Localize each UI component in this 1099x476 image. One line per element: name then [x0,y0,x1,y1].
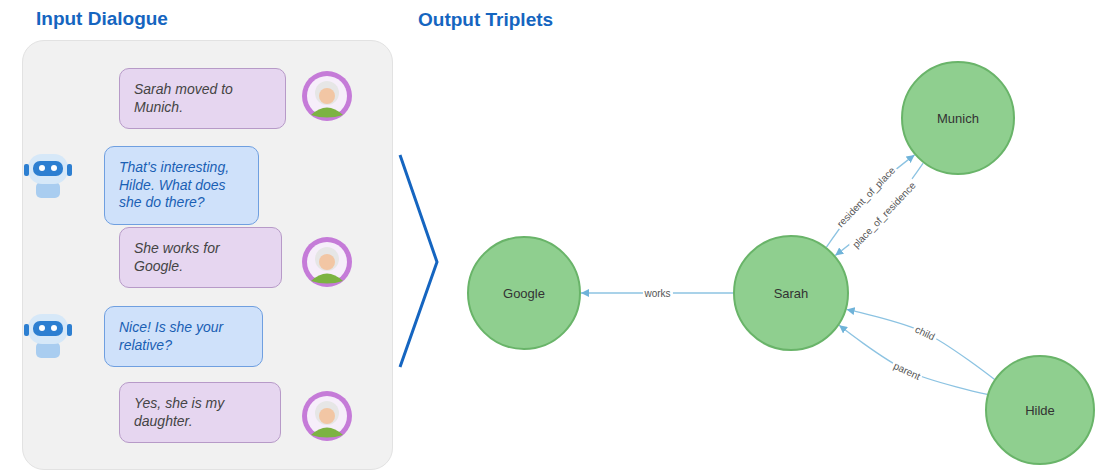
user-bubble: Yes, she is my daughter. [119,382,281,443]
bot-eye [51,325,57,331]
bot-ear [67,324,72,336]
entity-circle: Google [467,236,581,350]
bot-icon [24,314,72,358]
panel-heading: Input Dialogue [36,8,168,30]
message-text: Nice! Is she your relative? [119,319,248,354]
entity-name: Munich [937,111,979,126]
entity-circle: Munich [901,61,1015,175]
avatar-hair [315,247,339,271]
bracket [400,155,437,367]
relation-label: place_of_residence [848,178,919,251]
relation-label: works [642,288,672,299]
message-text: That's interesting, Hilde. What does she… [119,159,244,212]
bot-visor [33,161,63,176]
relation-label: child [911,322,938,342]
bot-eye [39,165,45,171]
user-avatar [302,71,352,121]
bot-ear [67,164,72,176]
entity-name: Google [503,286,545,301]
bot-visor [33,321,63,336]
relation-label: resident_of_place [833,163,898,231]
bot-bubble: Nice! Is she your relative? [104,306,263,367]
entity-circle: Sarah [733,235,849,351]
bot-body [36,342,60,358]
avatar-ring [302,237,352,287]
message-text: Yes, she is my daughter. [134,395,266,430]
user-bubble: She works for Google. [119,227,282,288]
avatar-hair [315,401,339,425]
bot-head [28,314,68,344]
avatar-hair [315,81,339,105]
edge-group [581,155,994,395]
user-avatar [302,237,352,287]
bot-ear [24,324,29,336]
bot-bubble: That's interesting, Hilde. What does she… [104,146,259,225]
avatar-body [311,274,343,284]
message-text: Sarah moved to Munich. [134,81,271,116]
avatar-ring [302,391,352,441]
user-avatar [302,391,352,441]
avatar-ring [302,71,352,121]
bot-eye [39,325,45,331]
avatar-face [319,88,335,104]
user-bubble: Sarah moved to Munich. [119,68,286,129]
section-heading: Output Triplets [418,9,553,31]
relation-arrow [839,325,987,394]
avatar-face [319,408,335,424]
bot-eye [51,165,57,171]
bot-icon [24,154,72,198]
entity-circle: Hilde [985,355,1095,465]
avatar-face [319,254,335,270]
avatar-body [311,428,343,438]
message-text: She works for Google. [134,240,267,275]
bot-head [28,154,68,184]
bot-body [36,182,60,198]
relation-label: parent [890,359,924,383]
avatar-body [311,108,343,118]
relation-arrow [847,309,995,379]
entity-name: Sarah [774,286,809,301]
bot-ear [24,164,29,176]
entity-name: Hilde [1025,403,1055,418]
